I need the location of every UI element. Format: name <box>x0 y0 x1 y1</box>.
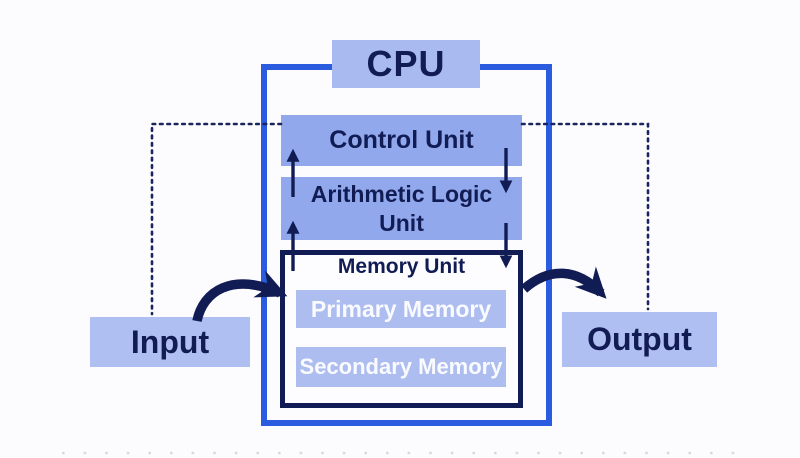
control-unit-box: Control Unit <box>281 115 522 166</box>
alu-label: Arithmetic Logic Unit <box>310 180 493 236</box>
cpu-label-box: CPU <box>332 40 480 88</box>
memory-unit-title: Memory Unit <box>280 254 523 280</box>
primary-memory-label: Primary Memory <box>310 295 492 322</box>
cpu-label: CPU <box>366 43 446 84</box>
input-box: Input <box>90 317 250 367</box>
secondary-memory-box: Secondary Memory <box>296 347 506 387</box>
output-label: Output <box>587 321 692 357</box>
alu-box: Arithmetic Logic Unit <box>281 177 522 240</box>
input-label: Input <box>130 323 210 360</box>
output-box: Output <box>562 312 717 367</box>
secondary-memory-label: Secondary Memory <box>299 354 503 379</box>
primary-memory-box: Primary Memory <box>296 290 506 328</box>
control-unit-label: Control Unit <box>329 126 474 154</box>
memory-unit-label: Memory Unit <box>337 255 466 278</box>
